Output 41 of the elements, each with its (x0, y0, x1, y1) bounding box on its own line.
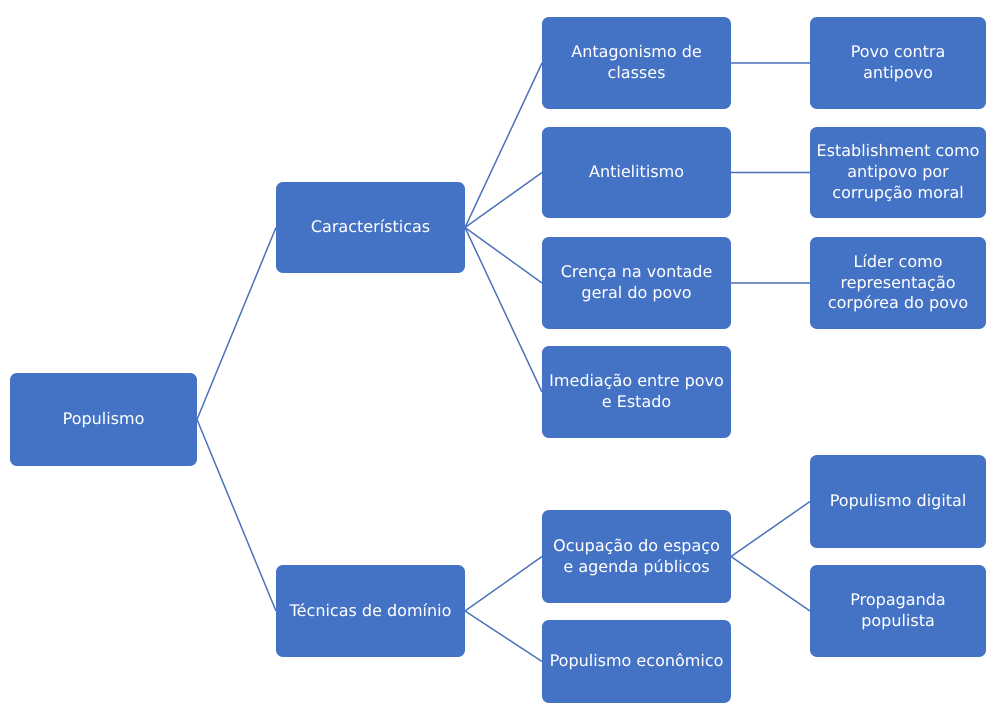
node-label: Imediação entre povo e Estado (548, 371, 725, 413)
connector-line (196, 227, 277, 420)
process-box (810, 455, 986, 548)
connector-line (464, 226, 542, 284)
process-box (10, 373, 197, 466)
node-label: Crença na vontade geral do povo (560, 262, 714, 304)
node-label: Povo contra antipovo (850, 42, 946, 84)
connector-line (464, 172, 542, 228)
node-label: Populismo econômico (550, 651, 724, 672)
connector-line (196, 419, 277, 612)
connector-line (464, 556, 542, 612)
process-box (810, 17, 986, 109)
node-label: Populismo (62, 409, 144, 430)
connector-line (731, 172, 810, 174)
connector-line (464, 62, 543, 228)
connector-line (731, 62, 810, 64)
connector-line (464, 227, 543, 392)
node-label: Técnicas de domínio (290, 600, 452, 622)
connector-line (731, 282, 810, 284)
node-label: Populismo digital (830, 491, 966, 512)
connector-line (730, 500, 810, 558)
process-box (542, 620, 731, 703)
process-box (810, 127, 986, 218)
node-label: Antagonismo de classes (570, 42, 703, 84)
process-box (542, 237, 731, 329)
process-box (542, 127, 731, 218)
process-box (276, 182, 465, 273)
process-box (542, 346, 731, 438)
process-box (810, 565, 986, 657)
process-box (542, 510, 731, 603)
connector-line (464, 610, 542, 662)
node-label: Establishment como antipovo por corrupção moral (816, 141, 980, 204)
node-label: Propaganda populista (849, 590, 947, 632)
node-label: Características (310, 217, 430, 238)
connector-line (730, 556, 810, 612)
process-box (542, 17, 731, 109)
process-box (276, 565, 465, 657)
node-label: Antielitismo (589, 162, 684, 183)
node-label: Líder como representação corpórea do povo (826, 252, 970, 314)
node-label: Ocupação do espaço e agenda públicos (552, 536, 721, 578)
process-box (810, 237, 986, 329)
